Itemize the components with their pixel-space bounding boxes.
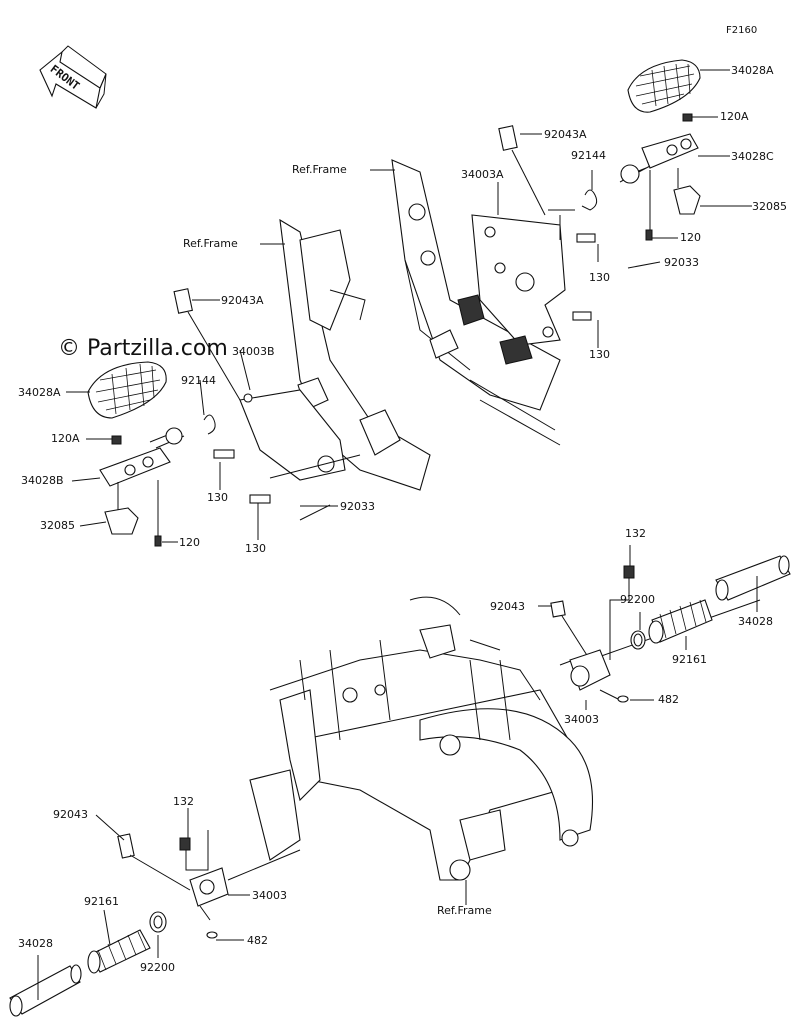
part-label[interactable]: 130 bbox=[589, 271, 610, 284]
part-label[interactable]: 34028C bbox=[731, 150, 774, 163]
part-label[interactable]: 92161 bbox=[84, 895, 119, 908]
part-label[interactable]: 34028A bbox=[18, 386, 61, 399]
figure-code: F2160 bbox=[726, 25, 758, 36]
footpeg-rubber-upper-right bbox=[627, 59, 701, 113]
part-label[interactable]: 92033 bbox=[664, 256, 699, 269]
footpeg-rubber-upper-left bbox=[87, 361, 167, 419]
part-label[interactable]: 34028A bbox=[731, 64, 774, 77]
watermark: © Partzilla.com bbox=[58, 336, 228, 361]
ref-frame-label: Ref.Frame bbox=[437, 904, 492, 917]
part-label[interactable]: 92043 bbox=[53, 808, 88, 821]
part-label[interactable]: 92200 bbox=[140, 961, 175, 974]
part-label[interactable]: 130 bbox=[245, 542, 266, 555]
lower-left-footpeg-drawing bbox=[9, 830, 301, 1017]
part-label[interactable]: 482 bbox=[247, 934, 268, 947]
footpeg-rubber-lower-right bbox=[648, 599, 713, 644]
part-label[interactable]: 132 bbox=[625, 527, 646, 540]
part-label[interactable]: 120 bbox=[680, 231, 701, 244]
part-label[interactable]: 34028 bbox=[738, 615, 773, 628]
callout-leader-lines bbox=[37, 69, 758, 1000]
part-label[interactable]: 32085 bbox=[752, 200, 787, 213]
part-label[interactable]: 34003B bbox=[232, 345, 275, 358]
part-label[interactable]: 92043A bbox=[221, 294, 264, 307]
part-label[interactable]: 34003 bbox=[252, 889, 287, 902]
part-label[interactable]: 34028B bbox=[21, 474, 64, 487]
part-label[interactable]: 130 bbox=[589, 348, 610, 361]
part-label[interactable]: 34028 bbox=[18, 937, 53, 950]
part-label[interactable]: 92043 bbox=[490, 600, 525, 613]
part-label[interactable]: 120 bbox=[179, 536, 200, 549]
main-frame-drawing bbox=[249, 596, 761, 881]
part-label[interactable]: 92144 bbox=[571, 149, 606, 162]
upper-left-bracket-drawing bbox=[87, 218, 431, 547]
ref-frame-label: Ref.Frame bbox=[183, 237, 238, 250]
footpeg-rubber-lower-left bbox=[87, 929, 151, 974]
front-arrow-icon bbox=[39, 45, 107, 109]
part-label[interactable]: 34003A bbox=[461, 168, 504, 181]
part-label[interactable]: 34003 bbox=[564, 713, 599, 726]
upper-right-bracket-drawing bbox=[391, 59, 701, 446]
part-label[interactable]: 92043A bbox=[544, 128, 587, 141]
part-label[interactable]: 120A bbox=[51, 432, 80, 445]
ref-frame-label: Ref.Frame bbox=[292, 163, 347, 176]
part-label[interactable]: 132 bbox=[173, 795, 194, 808]
part-label[interactable]: 120A bbox=[720, 110, 749, 123]
part-label[interactable]: 130 bbox=[207, 491, 228, 504]
part-label[interactable]: 92144 bbox=[181, 374, 216, 387]
part-label[interactable]: 92161 bbox=[672, 653, 707, 666]
part-label[interactable]: 482 bbox=[658, 693, 679, 706]
part-label[interactable]: 92033 bbox=[340, 500, 375, 513]
part-label[interactable]: 92200 bbox=[620, 593, 655, 606]
lower-right-footpeg-drawing bbox=[550, 555, 791, 703]
part-label[interactable]: 32085 bbox=[40, 519, 75, 532]
